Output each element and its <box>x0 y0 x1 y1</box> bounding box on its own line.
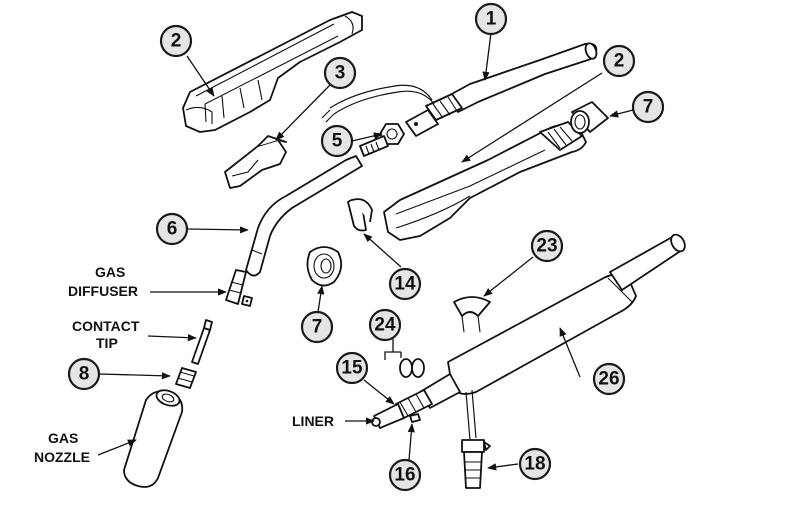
gas-nozzle <box>123 389 184 488</box>
o-rings <box>399 358 425 378</box>
connector-plug <box>461 389 491 489</box>
handle-half-upper <box>182 11 363 133</box>
callout-7-lower: 7 <box>300 310 334 344</box>
clip <box>347 198 373 232</box>
svg-text:15: 15 <box>341 358 363 379</box>
callout-5: 5 <box>320 124 354 158</box>
gooseneck-tube <box>245 155 363 277</box>
svg-text:2: 2 <box>171 31 182 52</box>
svg-text:18: 18 <box>524 454 545 475</box>
handle-ring-upper <box>570 101 609 134</box>
handle-ring-lower <box>306 246 343 287</box>
svg-text:2: 2 <box>614 51 625 72</box>
nut <box>359 123 405 157</box>
svg-text:6: 6 <box>167 219 178 240</box>
label-contact-tip-line1: CONTACT <box>72 318 140 334</box>
callout-7-upper: 7 <box>631 90 665 124</box>
svg-text:14: 14 <box>394 274 416 295</box>
svg-text:23: 23 <box>536 236 557 257</box>
power-cable <box>329 42 598 137</box>
set-screw <box>409 413 421 423</box>
callout-6: 6 <box>155 212 189 246</box>
contact-tip <box>191 319 213 365</box>
callout-8: 8 <box>67 357 101 391</box>
insulator <box>175 367 197 389</box>
callout-23: 23 <box>530 229 564 263</box>
svg-text:26: 26 <box>598 369 619 390</box>
svg-text:8: 8 <box>79 364 90 385</box>
svg-text:3: 3 <box>335 63 346 84</box>
gas-diffuser <box>225 269 253 307</box>
callout-18: 18 <box>518 447 552 481</box>
clip-assembly <box>453 296 491 333</box>
callout-2-lower: 2 <box>602 44 636 78</box>
callout-1: 1 <box>474 2 508 36</box>
handle-half-lower <box>383 121 587 241</box>
liner-fitting <box>371 403 405 429</box>
label-contact-tip-line2: TIP <box>96 335 118 351</box>
callout-3: 3 <box>323 56 357 90</box>
label-gas-nozzle-line2: NOZZLE <box>34 449 90 465</box>
label-gas-nozzle-line1: GAS <box>48 430 78 446</box>
svg-text:7: 7 <box>643 97 654 118</box>
svg-text:24: 24 <box>374 315 396 336</box>
callout-24: 24 <box>368 308 402 342</box>
label-gas-diffuser-line1: GAS <box>95 264 125 280</box>
callout-14: 14 <box>388 267 422 301</box>
svg-text:16: 16 <box>394 465 415 486</box>
callout-15: 15 <box>335 351 369 385</box>
callout-26: 26 <box>592 362 626 396</box>
svg-text:7: 7 <box>312 317 323 338</box>
callout-2-upper: 2 <box>159 24 193 58</box>
svg-text:1: 1 <box>486 9 497 30</box>
label-liner: LINER <box>292 413 334 429</box>
torch-body <box>395 233 686 419</box>
callout-16: 16 <box>388 458 422 492</box>
leader-lines <box>97 32 634 471</box>
svg-text:5: 5 <box>332 131 343 152</box>
label-gas-diffuser-line2: DIFFUSER <box>68 283 138 299</box>
